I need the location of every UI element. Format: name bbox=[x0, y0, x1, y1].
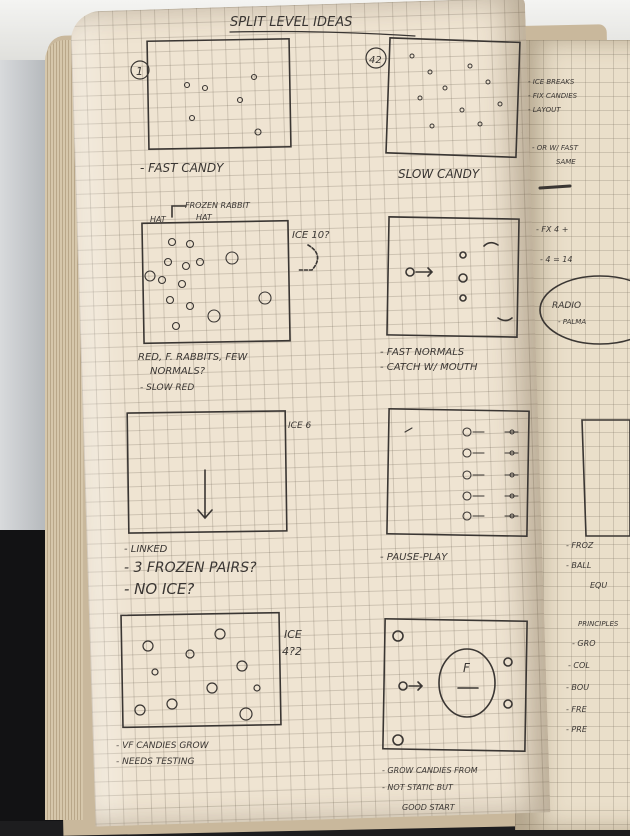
right-note-16: - BOU bbox=[566, 683, 589, 692]
right-page-notes: - ICE BREAKS - FIX CANDIES - LAYOUT - OR… bbox=[528, 78, 630, 734]
sketch-1-number: 1 bbox=[136, 65, 143, 78]
right-note-4: - OR W/ FAST bbox=[532, 144, 579, 152]
right-note-1: - ICE BREAKS bbox=[528, 78, 575, 86]
right-note-3: - LAYOUT bbox=[528, 106, 561, 114]
right-note-17: - FRE bbox=[566, 705, 588, 714]
sketch-2-number: 42 bbox=[369, 55, 382, 66]
sketch-3-caption-3: - SLOW RED bbox=[140, 383, 194, 393]
right-note-11: - BALL bbox=[566, 561, 591, 570]
sketch-2-frame bbox=[386, 38, 520, 157]
sketch-5-side-note: ICE 6 bbox=[288, 421, 311, 431]
sketch-7-caption-1: - VF CANDIES GROW bbox=[116, 741, 210, 751]
right-note-15: - COL bbox=[568, 661, 590, 670]
sketch-4-caption-1: - FAST NORMALS bbox=[380, 347, 465, 358]
right-note-13: PRINCIPLES bbox=[578, 620, 619, 628]
sketch-3-caption-2: NORMALS? bbox=[150, 366, 206, 377]
sketch-3-note-hat2: HAT bbox=[196, 213, 213, 222]
right-note-6: - FX 4 + bbox=[536, 225, 568, 234]
sketch-7-side-note-1: ICE bbox=[284, 628, 302, 641]
sketch-6-caption: - PAUSE-PLAY bbox=[380, 552, 448, 563]
sketch-3-note: FROZEN RABBIT bbox=[185, 201, 251, 210]
sketch-5-caption-1: - LINKED bbox=[124, 544, 168, 555]
right-note-12: EQU bbox=[590, 581, 607, 590]
sketch-7-side-note-2: 4?2 bbox=[282, 645, 302, 658]
right-note-2: - FIX CANDIES bbox=[528, 92, 578, 100]
right-note-14: - GRO bbox=[572, 639, 595, 648]
right-note-8: RADIO bbox=[552, 301, 581, 311]
sketch-8-letter: F bbox=[463, 661, 471, 675]
sketch-7-caption-2: - NEEDS TESTING bbox=[116, 757, 194, 767]
sketch-1-caption: - FAST CANDY bbox=[140, 161, 225, 175]
sketch-8-circle bbox=[439, 649, 495, 717]
sketch-6-frame bbox=[387, 409, 529, 536]
sketch-8-caption-1: - GROW CANDIES FROM bbox=[382, 766, 478, 775]
sketch-3-caption-1: RED, F. RABBITS, FEW bbox=[138, 352, 248, 363]
sketch-3-side-note: ICE 10? bbox=[292, 230, 330, 241]
right-note-18: - PRE bbox=[566, 725, 588, 734]
right-note-9: - PALMA bbox=[558, 318, 586, 326]
sketch-5-caption-2: - 3 FROZEN PAIRS? bbox=[124, 560, 257, 576]
right-note-5: SAME bbox=[556, 158, 576, 166]
sketch-2-caption: SLOW CANDY bbox=[398, 167, 481, 181]
right-note-10: - FROZ bbox=[566, 541, 594, 550]
sketch-8-caption-3: GOOD START bbox=[402, 803, 456, 812]
right-note-7: - 4 = 14 bbox=[540, 255, 573, 264]
sketch-5-caption-3: - NO ICE? bbox=[124, 580, 194, 598]
sketch-1-frame bbox=[147, 39, 291, 149]
sketch-8-caption-2: - NOT STATIC BUT bbox=[382, 783, 454, 792]
sketch-8-frame bbox=[383, 619, 527, 751]
page-header: SPLIT LEVEL IDEAS bbox=[230, 15, 352, 30]
sketch-4-caption-2: - CATCH W/ MOUTH bbox=[380, 362, 478, 373]
